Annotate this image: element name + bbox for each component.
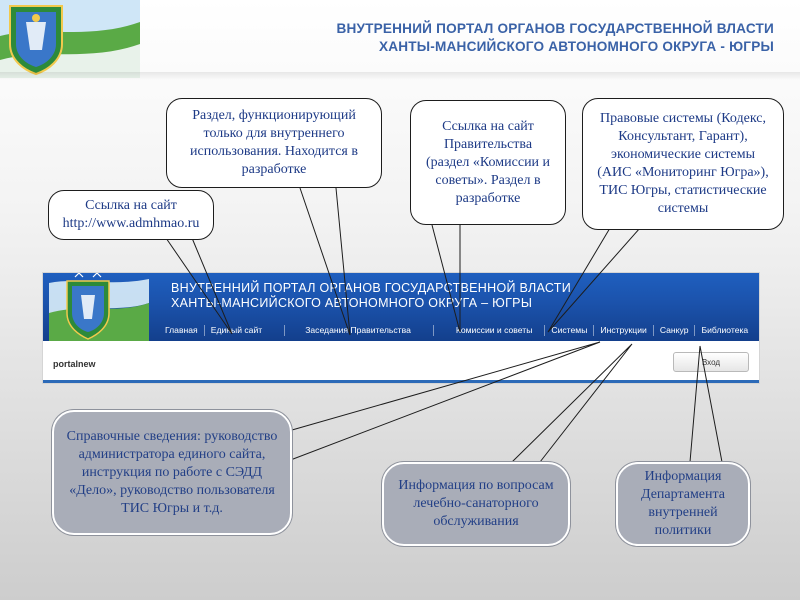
nav-item-government-meetings[interactable]: Заседания Правительства (285, 325, 434, 336)
portal-nav: Главная Единый сайт Заседания Правительс… (159, 322, 754, 339)
portal-screenshot: ВНУТРЕННИЙ ПОРТАЛ ОРГАНОВ ГОСУДАРСТВЕННО… (42, 272, 760, 384)
login-button[interactable]: Вход (673, 352, 749, 372)
coat-of-arms-icon (0, 0, 140, 78)
nav-item-instructions[interactable]: Инструкции (594, 325, 654, 336)
callout-sanatorium-info: Информация по вопросам лечебно-санаторно… (382, 462, 570, 546)
page-title-line-1: ВНУТРЕННИЙ ПОРТАЛ ОРГАНОВ ГОСУДАРСТВЕННО… (336, 21, 774, 36)
callout-site-link: Ссылка на сайт http://www.admhmao.ru (48, 190, 214, 240)
nav-item-commissions[interactable]: Комиссии и советы (434, 325, 546, 336)
nav-item-systems[interactable]: Системы (545, 325, 595, 336)
portal-title: ВНУТРЕННИЙ ПОРТАЛ ОРГАНОВ ГОСУДАРСТВЕННО… (171, 281, 571, 311)
nav-item-main[interactable]: Главная (159, 325, 205, 336)
callout-legal-systems: Правовые системы (Кодекс, Консультант, Г… (582, 98, 784, 230)
portal-divider (43, 380, 759, 383)
portal-title-line-2: ХАНТЫ-МАНСИЙСКОГО АВТОНОМНОГО ОКРУГА – Ю… (171, 296, 533, 310)
callout-department-info-text: Информация Департамента внутренней полит… (640, 469, 726, 538)
page-title-line-2: ХАНТЫ-МАНСИЙСКОГО АВТОНОМНОГО ОКРУГА - Ю… (378, 39, 774, 54)
nav-item-unified-site[interactable]: Единый сайт (205, 325, 286, 336)
nav-item-sankur[interactable]: Санкур (654, 325, 696, 336)
callout-reference-info-text: Справочные сведения: руководство админис… (66, 428, 278, 516)
portal-content: portalnew Вход (43, 341, 759, 383)
callout-legal-systems-text: Правовые системы (Кодекс, Консультант, Г… (597, 111, 769, 216)
portal-page-name: portalnew (53, 359, 96, 369)
callout-gov-link-text: Ссылка на сайт Правительства (раздел «Ко… (425, 118, 551, 206)
portal-banner: ВНУТРЕННИЙ ПОРТАЛ ОРГАНОВ ГОСУДАРСТВЕННО… (43, 273, 759, 341)
callout-internal-section: Раздел, функционирующий только для внутр… (166, 98, 382, 188)
coat-of-arms-icon (49, 273, 149, 341)
callout-sanatorium-info-text: Информация по вопросам лечебно-санаторно… (398, 478, 554, 529)
nav-item-library[interactable]: Библиотека (701, 325, 749, 335)
callout-internal-section-text: Раздел, функционирующий только для внутр… (190, 108, 358, 177)
callout-department-info: Информация Департамента внутренней полит… (616, 462, 750, 546)
callout-site-link-text: Ссылка на сайт http://www.admhmao.ru (62, 198, 200, 231)
portal-title-line-1: ВНУТРЕННИЙ ПОРТАЛ ОРГАНОВ ГОСУДАРСТВЕННО… (171, 281, 572, 295)
callout-reference-info: Справочные сведения: руководство админис… (52, 410, 292, 535)
slide-header: ВНУТРЕННИЙ ПОРТАЛ ОРГАНОВ ГОСУДАРСТВЕННО… (0, 0, 800, 80)
callout-gov-link: Ссылка на сайт Правительства (раздел «Ко… (410, 100, 566, 225)
header-divider (0, 72, 800, 80)
page-title: ВНУТРЕННИЙ ПОРТАЛ ОРГАНОВ ГОСУДАРСТВЕННО… (336, 20, 774, 56)
